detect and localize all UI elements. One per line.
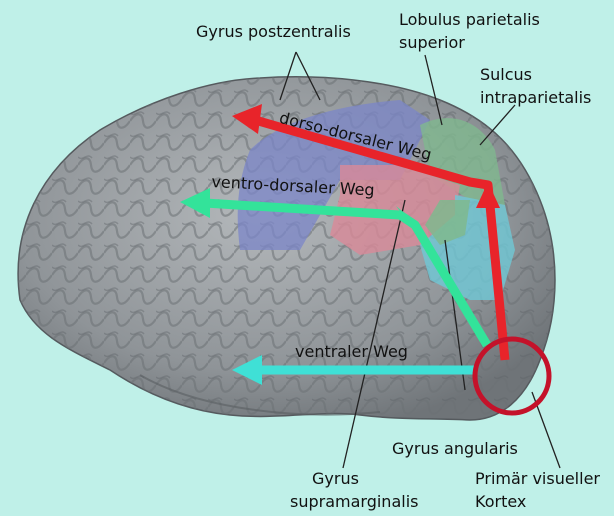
label-ventral: ventraler Weg — [295, 342, 408, 362]
label-gyrus-postzentralis: Gyrus postzentralis — [196, 22, 351, 42]
label-gyrus-supra-line2: supramarginalis — [290, 492, 418, 512]
label-primaer-line1: Primär visueller — [475, 469, 600, 489]
label-gyrus-angularis: Gyrus angularis — [392, 439, 518, 459]
label-primaer-line2: Kortex — [475, 492, 526, 512]
label-sulcus-line2: intraparietalis — [480, 88, 591, 108]
label-gyrus-supra-line1: Gyrus — [312, 469, 359, 489]
label-lobulus-line1: Lobulus parietalis — [399, 10, 540, 30]
label-lobulus-line2: superior — [399, 33, 465, 53]
label-sulcus-line1: Sulcus — [480, 65, 532, 85]
